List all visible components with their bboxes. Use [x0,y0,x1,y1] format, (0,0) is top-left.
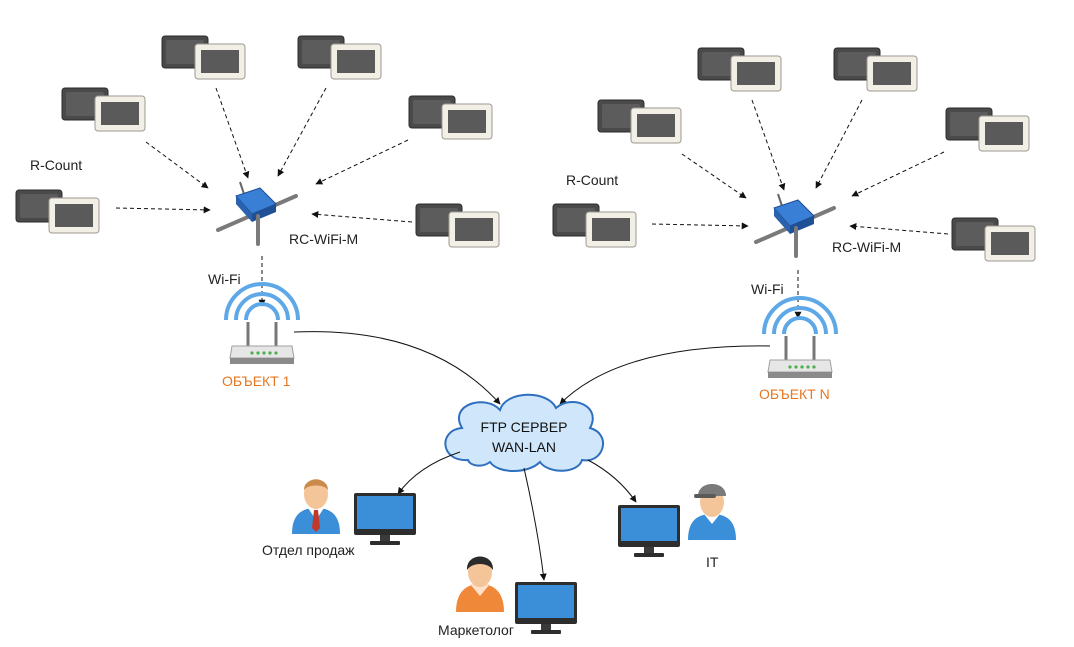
dashed-arrow [315,139,409,185]
left-cluster: R-Count RC-WiFi-M Wi-Fi ОБЪЕКТ 1 [15,35,500,389]
dashed-arrow [215,87,250,179]
object-label: ОБЪЕКТ N [759,386,830,402]
wifi-router-icon [762,296,838,380]
r-count-device-icon [951,217,1036,262]
rc-wifi-m-label: RC-WiFi-M [289,231,358,247]
right-counter-links [651,99,949,319]
solid-arrow [293,331,501,405]
ftp-server-cloud: FTP СЕРВЕР WAN-LAN [444,393,604,472]
server-links [293,331,771,405]
r-count-device-icon [597,99,682,144]
it-label: IT [706,554,719,570]
dashed-arrow [115,206,211,214]
monitor-icon [618,505,680,557]
r-count-device-icon [297,35,382,80]
marketer-person-icon [456,556,504,612]
dashed-arrow [751,99,786,191]
object-label: ОБЪЕКТ 1 [222,373,291,389]
sales-user: Отдел продаж [262,479,416,558]
r-count-device-icon [61,87,146,132]
solid-arrow [523,467,547,581]
solid-arrow [587,459,637,503]
marketing-label: Маркетолог [438,622,514,638]
dashed-arrow [145,141,209,189]
r-count-label: R-Count [566,172,618,188]
marketing-user: Маркетолог [438,556,577,638]
wifi-link-label: Wi-Fi [751,281,784,297]
r-count-device-icon [415,203,500,248]
r-count-label: R-Count [30,157,82,173]
r-count-device-icon [697,47,782,92]
dashed-arrow [849,223,949,235]
server-title: FTP СЕРВЕР [481,419,568,435]
dashed-arrow [851,151,945,197]
monitor-icon [515,582,577,634]
dashed-arrow [681,153,747,199]
dashed-arrow [277,87,327,177]
wifi-router-icon [224,282,300,366]
solid-arrow [559,345,771,405]
it-person-icon [688,484,736,540]
r-count-device-icon [161,35,246,80]
dashed-arrow [651,222,749,230]
r-count-device-icon [833,47,918,92]
right-cluster: R-Count RC-WiFi-M Wi-Fi ОБЪЕКТ N [552,47,1036,402]
rc-wifi-m-module-icon [216,180,298,246]
wifi-link-label: Wi-Fi [208,271,241,287]
cloud-shape [444,393,604,472]
rc-wifi-m-module-icon [754,192,836,258]
it-user: IT [618,484,736,570]
left-counter-links [115,87,413,307]
r-count-device-icon [15,189,100,234]
rc-wifi-m-label: RC-WiFi-M [832,239,901,255]
sales-label: Отдел продаж [262,542,355,558]
server-subtitle: WAN-LAN [492,439,556,455]
dashed-arrow [311,211,413,223]
user-links [397,451,637,581]
r-count-device-icon [945,107,1030,152]
r-count-device-icon [408,95,493,140]
dashed-arrow [815,99,863,189]
sales-person-icon [292,479,340,534]
solid-arrow [397,451,461,495]
monitor-icon [354,493,416,545]
r-count-device-icon [552,203,637,248]
